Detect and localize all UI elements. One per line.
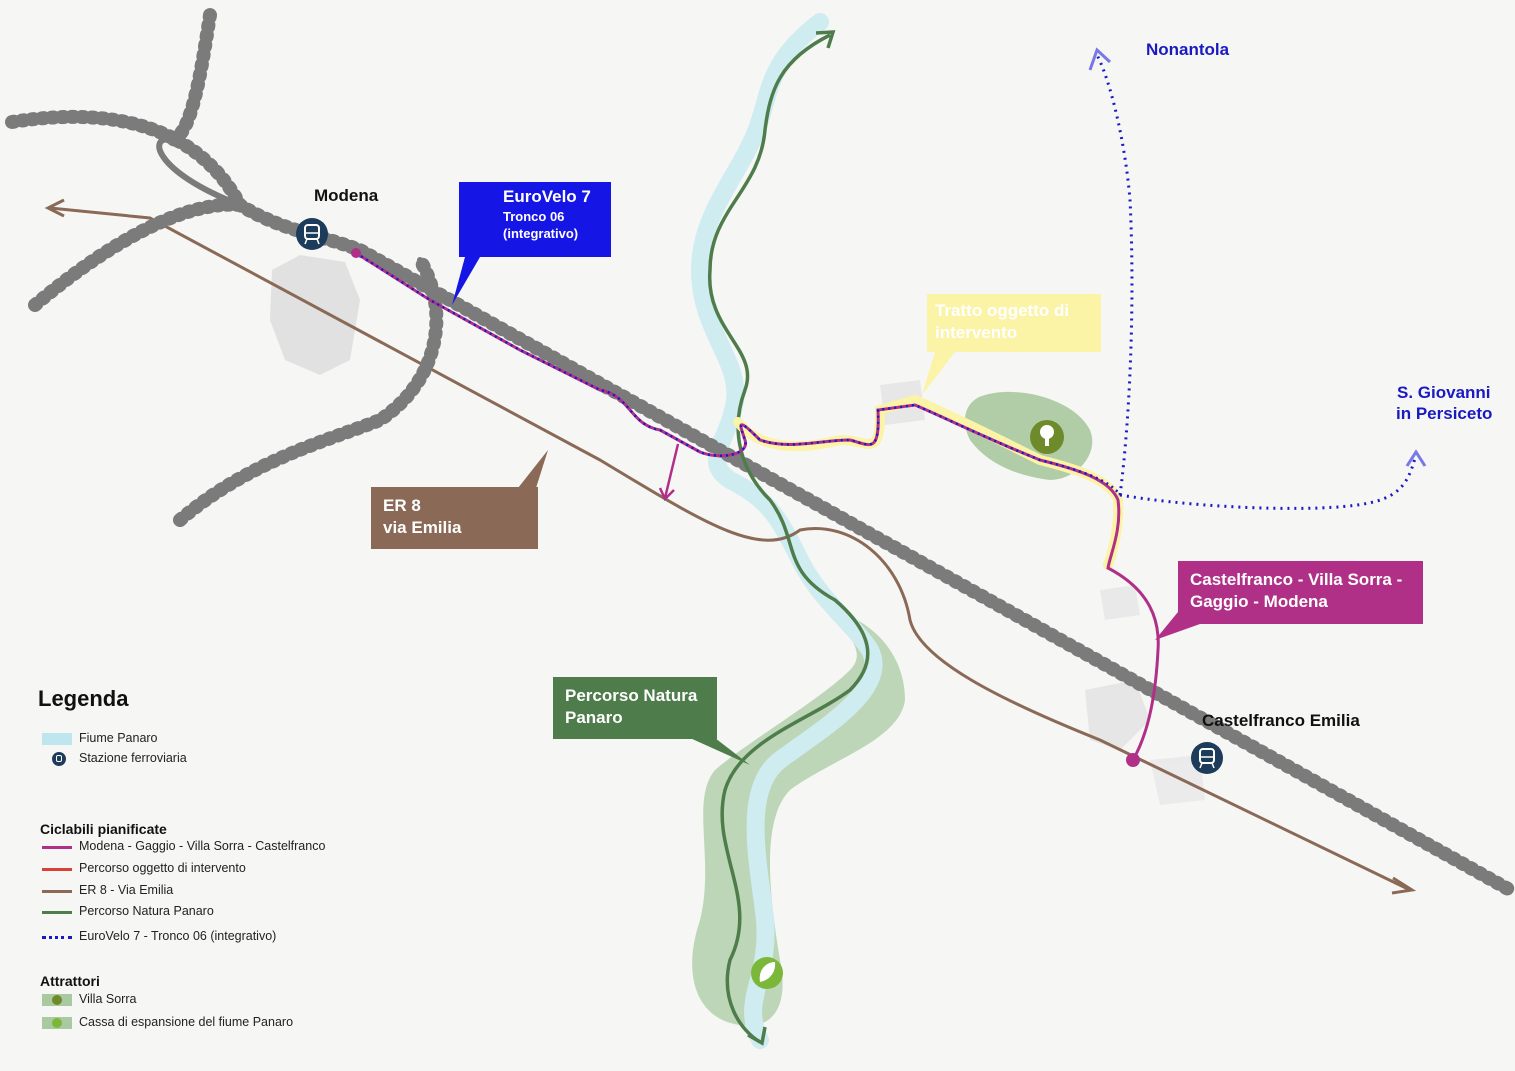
legend-label: Cassa di espansione del fiume Panaro (79, 1015, 294, 1029)
dotted-swatch (42, 936, 72, 939)
leaf-icon (751, 957, 783, 989)
legend-item-intervento: Percorso oggetto di intervento (40, 861, 400, 879)
callout-pointer-eurovelo (452, 257, 480, 305)
legend-item-eurovelo: EuroVelo 7 - Tronco 06 (integrativo) (40, 929, 400, 947)
place-label-modena: Modena (314, 186, 379, 205)
eurovelo-arrow-east-icon (1405, 449, 1427, 467)
natura-arrow-south-icon (747, 1026, 767, 1046)
callout-pointer-er8 (518, 450, 548, 488)
callout-natura-line2: Panaro (565, 708, 623, 727)
line-swatch (42, 846, 72, 849)
callout-castelfranco-route: Castelfranco - Villa Sorra - Gaggio - Mo… (1178, 561, 1423, 624)
legend-label: Villa Sorra (79, 992, 137, 1006)
legend-item-stazione: Stazione ferroviaria (40, 751, 400, 769)
legend-section-ciclabili: Ciclabili pianificate (40, 821, 167, 837)
eurovelo-route-nonantola (1095, 54, 1134, 496)
route-endpoint-modena (351, 248, 361, 258)
er8-arrow-east-icon (1391, 876, 1417, 895)
tree-icon (42, 994, 72, 1006)
place-label-castelfranco: Castelfranco Emilia (1202, 711, 1360, 730)
place-label-san-giovanni-2: in Persiceto (1396, 404, 1493, 423)
legend-label: EuroVelo 7 - Tronco 06 (integrativo) (79, 929, 277, 943)
place-label-san-giovanni-1: S. Giovanni (1397, 383, 1491, 402)
legend-item-modena-castelfranco: Modena - Gaggio - Villa Sorra - Castelfr… (40, 839, 400, 857)
legend-section-attrattori: Attrattori (40, 973, 100, 989)
river-swatch (42, 733, 72, 745)
legend-item-fiume: Fiume Panaro (40, 731, 400, 749)
callout-eurovelo: EuroVelo 7 Tronco 06 (integrativo) (459, 182, 611, 257)
callout-castelfranco-line2: Gaggio - Modena (1190, 592, 1328, 611)
callout-tratto-line1: Tratto oggetto di (935, 301, 1070, 320)
callout-natura-line1: Percorso Natura (565, 686, 698, 705)
callout-eurovelo-title: EuroVelo 7 (503, 187, 591, 206)
station-icon (52, 752, 66, 766)
callout-er8-line2: via Emilia (383, 518, 462, 537)
legend-item-natura: Percorso Natura Panaro (40, 904, 400, 922)
river-panaro (690, 13, 883, 1049)
eurovelo-arrow-north-icon (1088, 47, 1112, 71)
percorso-natura-route (708, 33, 870, 1044)
station-icon-modena (296, 218, 328, 250)
callout-pointer-natura (690, 738, 750, 765)
callout-tratto-line2: intervento (935, 323, 1018, 342)
villa-sorra-area (965, 391, 1093, 480)
callout-eurovelo-line3: (integrativo) (503, 226, 579, 241)
legend-item-villa-sorra: Villa Sorra (40, 992, 400, 1010)
magenta-branch (663, 443, 680, 499)
callout-er8-line1: ER 8 (383, 496, 421, 515)
legend-label: Percorso oggetto di intervento (79, 861, 246, 875)
legend-label: ER 8 - Via Emilia (79, 883, 174, 897)
eurovelo-route-persiceto (1119, 457, 1417, 510)
route-endpoint-castelfranco (1126, 753, 1140, 767)
callout-tratto: Tratto oggetto di intervento (927, 294, 1101, 352)
legend-item-er8: ER 8 - Via Emilia (40, 883, 400, 901)
legend-label: Modena - Gaggio - Villa Sorra - Castelfr… (79, 839, 326, 853)
callout-natura: Percorso Natura Panaro (553, 677, 717, 739)
tree-icon (1030, 420, 1064, 454)
callout-eurovelo-line2: Tronco 06 (503, 209, 565, 224)
callout-er8: ER 8 via Emilia (371, 487, 538, 549)
natura-arrow-north-icon (815, 30, 836, 49)
station-icon-castelfranco (1191, 742, 1223, 774)
place-label-nonantola: Nonantola (1146, 40, 1230, 59)
callout-pointer-tratto (922, 352, 955, 395)
legend-title: Legenda (38, 686, 129, 711)
leaf-icon (42, 1017, 72, 1029)
legend-label: Percorso Natura Panaro (79, 904, 214, 918)
legend-item-cassa: Cassa di espansione del fiume Panaro (40, 1015, 400, 1033)
line-swatch (42, 868, 72, 871)
magenta-branch-arrow-icon (658, 487, 675, 502)
er8-via-emilia-route (49, 206, 1411, 892)
er8-arrow-west-icon (44, 198, 65, 218)
line-swatch (42, 911, 72, 914)
callout-castelfranco-line1: Castelfranco - Villa Sorra - (1190, 570, 1403, 589)
legend-label: Fiume Panaro (79, 731, 158, 745)
legend-label: Stazione ferroviaria (79, 751, 187, 765)
line-swatch (42, 890, 72, 893)
